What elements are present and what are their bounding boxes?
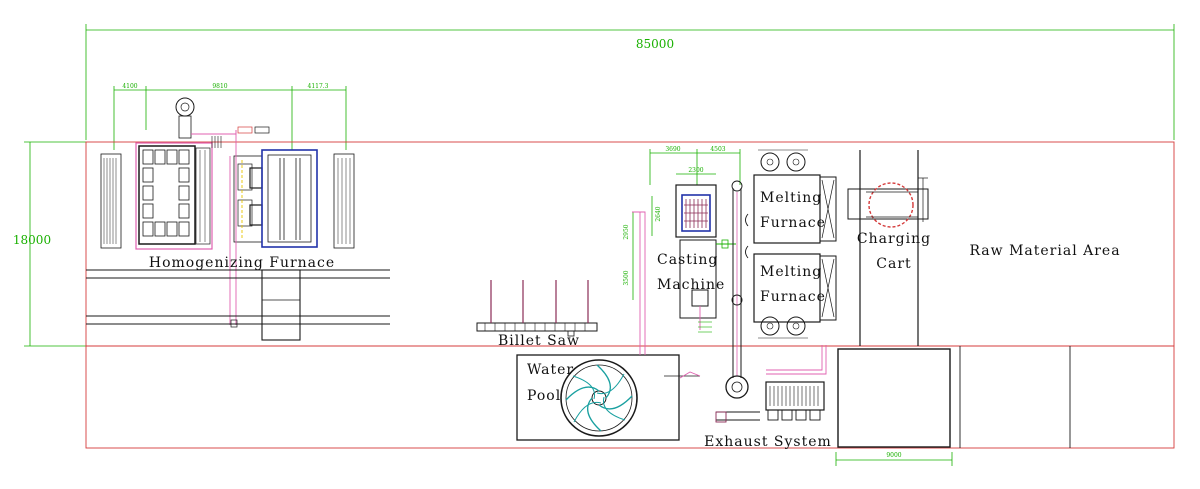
dim-casting-c: 2300 xyxy=(688,167,703,174)
exhaust-ducting xyxy=(715,180,827,423)
dim-homogenizing-a: 4100 xyxy=(122,83,137,90)
exhaust-system xyxy=(765,381,825,421)
water-pool-label-line1: Water xyxy=(527,362,574,378)
billet-saw-label: Billet Saw xyxy=(498,333,580,349)
water-pool-label-line2: Pool xyxy=(527,388,561,404)
charging-cart xyxy=(847,150,929,346)
building-boundary xyxy=(85,141,1175,449)
melting-furnaces xyxy=(753,149,837,339)
dim-casting-a: 3690 xyxy=(665,146,680,153)
casting-machine xyxy=(632,184,736,355)
dimension-labels: 85000 18000 4100 9810 4117.3 3690 4503 2… xyxy=(13,37,902,459)
raw-material-area-label: Raw Material Area xyxy=(969,243,1120,259)
dim-homogenizing-b: 9810 xyxy=(212,83,227,90)
casting-machine-label-line1: Casting xyxy=(657,252,718,268)
homogenizing-furnace-area xyxy=(100,97,355,328)
water-pool xyxy=(516,354,701,441)
dim-casting-v3: 3500 xyxy=(623,270,630,285)
melting-furnace-top-label-line1: Melting xyxy=(760,190,822,206)
homogenizing-furnace-label: Homogenizing Furnace xyxy=(149,255,335,271)
dim-overall-height: 18000 xyxy=(13,233,51,247)
billet-saw xyxy=(476,280,598,337)
storage-bays xyxy=(837,346,1071,448)
dim-casting-v2: 2950 xyxy=(623,224,630,239)
dim-casting-b: 4503 xyxy=(710,146,725,153)
charging-cart-label-line1: Charging xyxy=(857,231,931,247)
dim-bottom-box: 9000 xyxy=(886,452,901,459)
melting-furnace-bottom-label-line2: Furnace xyxy=(760,289,826,305)
exhaust-system-label: Exhaust System xyxy=(704,434,832,450)
dim-homogenizing-c: 4117.3 xyxy=(308,83,329,90)
conveyor-rails xyxy=(86,269,390,341)
dimension-lines xyxy=(24,24,1175,466)
charging-cart-label-line2: Cart xyxy=(876,256,911,272)
melting-furnace-top-label-line2: Furnace xyxy=(760,215,826,231)
casting-machine-label-line2: Machine xyxy=(657,277,725,293)
dim-overall-width: 85000 xyxy=(636,37,674,51)
melting-furnace-bottom-label-line1: Melting xyxy=(760,264,822,280)
dim-casting-v1: 2640 xyxy=(655,206,662,221)
